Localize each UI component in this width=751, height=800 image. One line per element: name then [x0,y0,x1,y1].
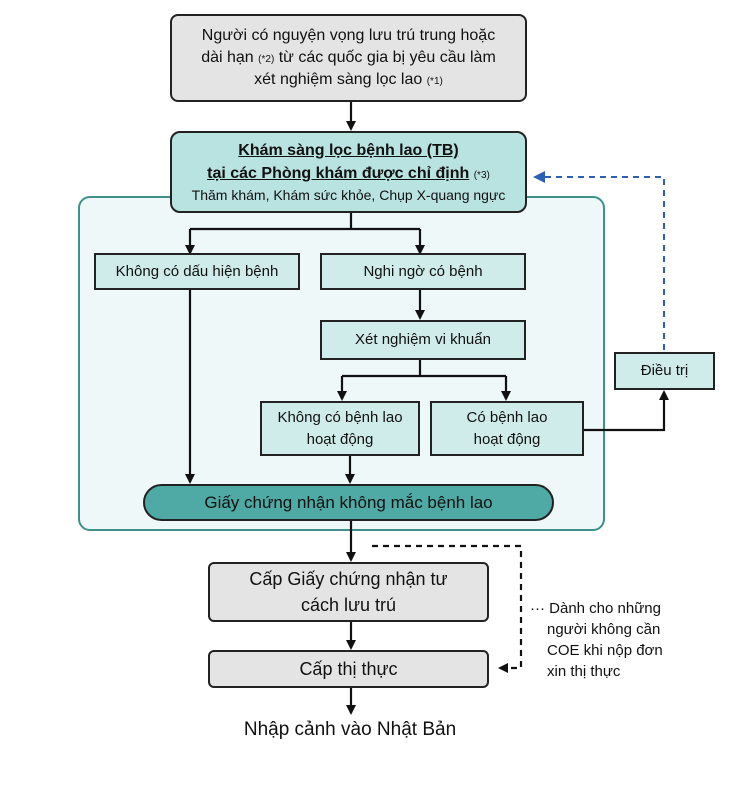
no-symptoms-label: Không có dấu hiện bệnh [115,262,279,280]
start-box: Người có nguyện vọng lưu trú trung hoặc … [170,14,527,102]
screening-process-region [78,196,605,531]
note-line-2: người không cần [547,621,661,638]
treatment-label: Điều trị [640,362,689,379]
screening-line-2: tại các Phòng khám được chỉ định (*3) [207,163,490,185]
suspected-label: Nghi ngờ có bệnh [363,262,483,280]
visa-label: Cấp thị thực [299,659,398,679]
no-active-tb-line-1: Không có bệnh lao [277,408,403,426]
arrow-screening-split [190,212,420,231]
note-line-3: COE khi nộp đơn [547,642,663,659]
start-note-1: (*1) [426,76,443,87]
start-line-1: Người có nguyện vọng lưu trú trung hoặc [201,27,496,44]
arrow-bypass-dashed [372,544,523,673]
bacteria-test-label: Xét nghiệm vi khuẩn [355,331,491,348]
start-line-3a: xét nghiệm sàng lọc lao [254,71,423,88]
active-tb-line-1: Có bệnh lao [466,408,548,426]
no-active-tb-line-2: hoạt động [306,430,374,448]
screening-note-3: (*3) [473,170,490,181]
screening-subtitle: Thăm khám, Khám sức khỏe, Chụp X-quang n… [191,187,506,203]
arrow-test-split [342,360,506,378]
screening-box: Khám sàng lọc bệnh lao (TB) tại các Phòn… [170,131,527,213]
no-symptoms-box: Không có dấu hiện bệnh [94,253,300,290]
bacteria-test-box: Xét nghiệm vi khuẩn [320,320,526,360]
note-line-4: xin thị thực [547,663,621,680]
certificate-label: Giấy chứng nhận không mắc bệnh lao [204,492,493,512]
treatment-box: Điều trị [614,352,715,390]
note-line-1: ··· Dành cho những [530,600,661,617]
suspected-box: Nghi ngờ có bệnh [320,253,526,290]
start-line-2a: dài hạn [201,49,254,66]
arrow-treatment-feedback [533,171,665,350]
start-line-2: dài hạn (*2) từ các quốc gia bị yêu cầu … [201,47,496,69]
active-tb-box: Có bệnh lao hoạt động [430,401,584,456]
coe-box: Cấp Giấy chứng nhận tư cách lưu trú [208,562,489,622]
screening-clinics: tại các Phòng khám được chỉ định [207,165,470,182]
arrow-active-to-treatment [584,390,669,432]
no-active-tb-box: Không có bệnh lao hoạt động [260,401,420,456]
entry-label: Nhập cảnh vào Nhật Bản [243,719,457,740]
start-note-2: (*2) [258,54,275,65]
active-tb-line-2: hoạt động [473,430,541,448]
start-line-3: xét nghiệm sàng lọc lao (*1) [254,69,443,91]
coe-line-2: cách lưu trú [300,595,397,615]
certificate-pill: Giấy chứng nhận không mắc bệnh lao [143,484,554,521]
start-line-2b: từ các quốc gia bị yêu cầu làm [278,49,496,66]
bypass-note: ··· Dành cho những người không cần COE k… [530,598,730,682]
coe-line-1: Cấp Giấy chứng nhận tư [249,569,448,589]
visa-box: Cấp thị thực [208,650,489,688]
screening-title: Khám sàng lọc bệnh lao (TB) [238,142,459,159]
